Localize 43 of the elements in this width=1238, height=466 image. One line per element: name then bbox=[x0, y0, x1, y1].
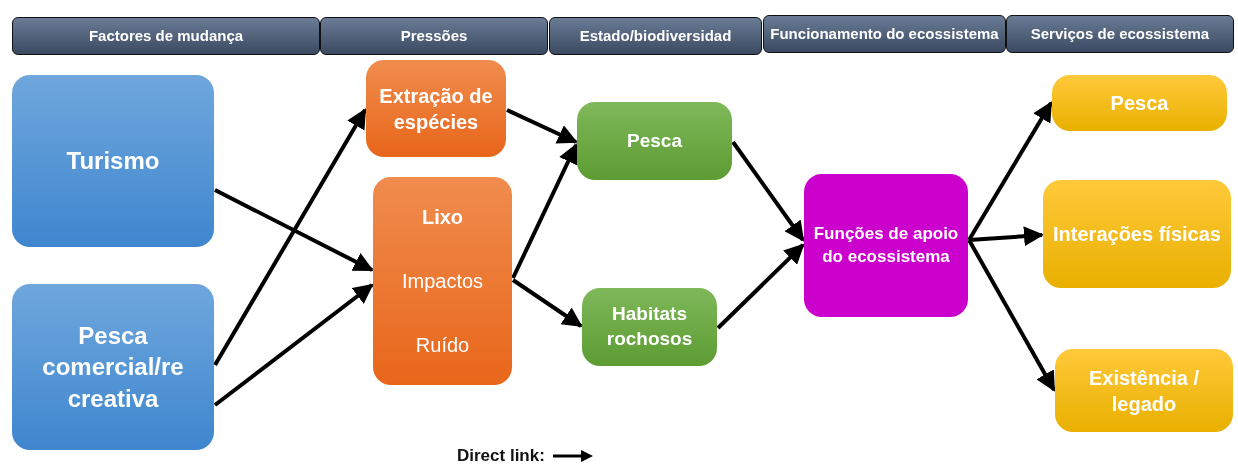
driver-box bbox=[12, 284, 214, 450]
column-header bbox=[12, 17, 320, 55]
node-label: Extração de espécies bbox=[378, 83, 494, 135]
node-label: Funcionamento do ecossistema bbox=[770, 24, 999, 44]
arrow bbox=[511, 143, 578, 279]
column-header bbox=[549, 17, 762, 55]
function-box bbox=[804, 174, 968, 317]
arrow bbox=[968, 226, 1044, 247]
arrow bbox=[511, 278, 583, 328]
node-item: Ruído bbox=[415, 333, 470, 358]
arrow bbox=[213, 108, 367, 366]
node-label: Habitats rochosos bbox=[605, 302, 694, 351]
arrow bbox=[213, 283, 374, 407]
column-header bbox=[320, 17, 548, 55]
arrow bbox=[731, 140, 805, 242]
node-label: Pressões bbox=[400, 26, 468, 46]
pressure-box bbox=[366, 60, 506, 157]
legend-label: Direct link: bbox=[457, 446, 545, 466]
node-label: Pesca comercial/re creativa bbox=[41, 321, 185, 414]
arrow bbox=[214, 188, 374, 272]
node-label: Existência / legado bbox=[1087, 365, 1201, 417]
column-header bbox=[1006, 15, 1234, 53]
state-box bbox=[582, 288, 717, 366]
node-label: Estado/biodiversidad bbox=[579, 26, 732, 46]
node-label: Factores de mudança bbox=[88, 26, 244, 46]
service-box bbox=[1055, 349, 1233, 432]
service-box bbox=[1043, 180, 1231, 288]
node-label: Serviços de ecossistema bbox=[1030, 24, 1210, 44]
node-label: Turismo bbox=[66, 146, 160, 177]
state-box bbox=[577, 102, 732, 180]
arrow bbox=[506, 108, 578, 144]
node-label: Lixo bbox=[421, 205, 464, 230]
arrow bbox=[967, 239, 1056, 392]
node-label: Funções de apoio do ecossistema bbox=[812, 223, 960, 268]
node-label: Pesca bbox=[1110, 91, 1169, 116]
node-label: Interações físicas bbox=[1053, 222, 1221, 247]
column-header bbox=[763, 15, 1006, 53]
service-box bbox=[1052, 75, 1227, 131]
arrow bbox=[716, 243, 805, 330]
node-item: Impactos bbox=[401, 269, 484, 294]
pressure-box bbox=[373, 177, 512, 385]
node-label: Pesca bbox=[627, 128, 682, 153]
driver-box bbox=[12, 75, 214, 247]
